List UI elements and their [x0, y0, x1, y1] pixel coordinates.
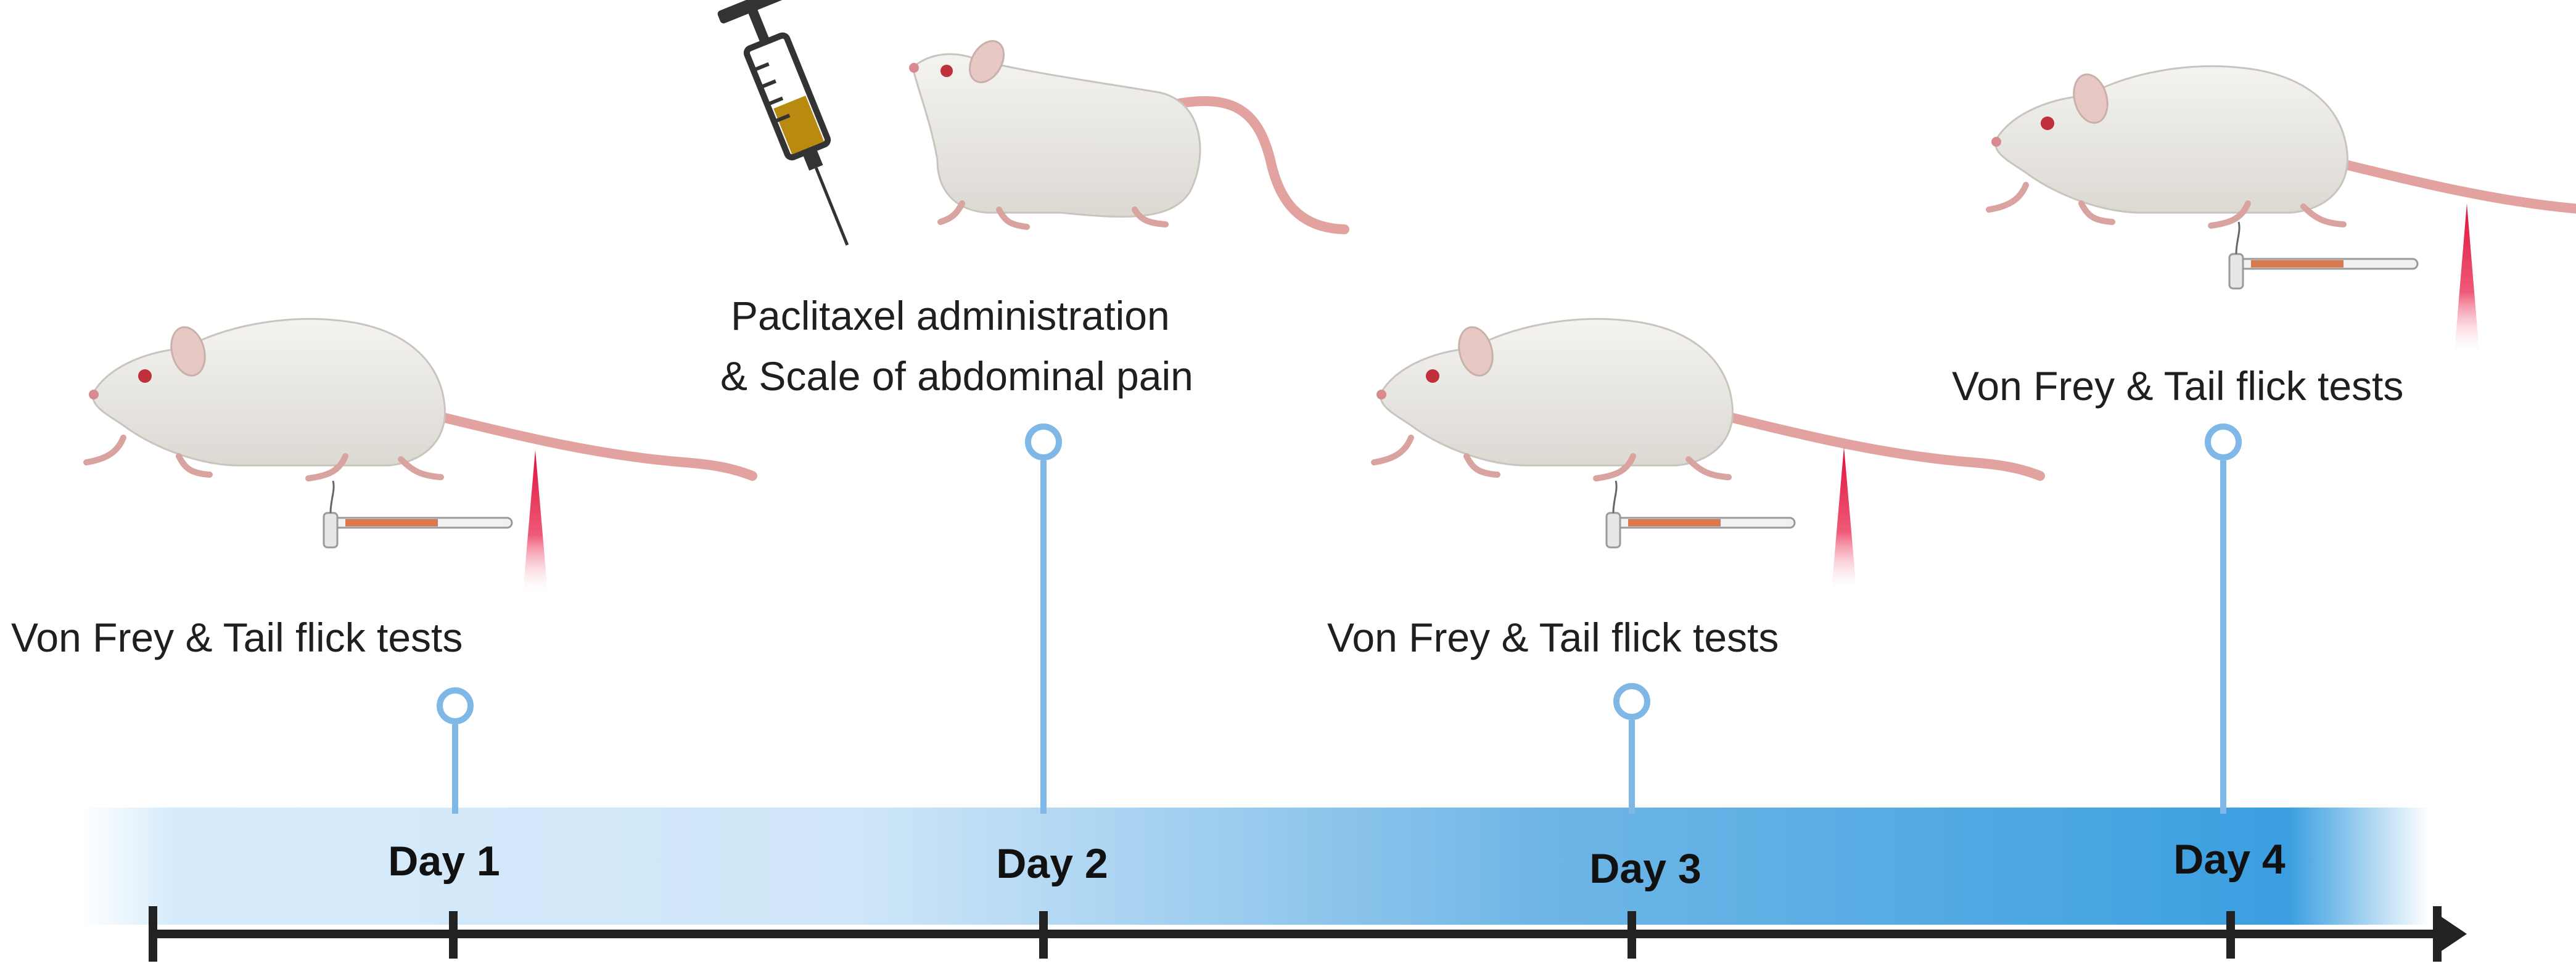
event-label-day-3: Von Frey & Tail flick tests: [1327, 615, 1779, 660]
day-label-1: Day 1: [388, 838, 500, 885]
rat-icon: [909, 40, 1349, 234]
syringe-icon: [717, 0, 849, 246]
day-label-3: Day 3: [1589, 845, 1702, 892]
event-label-day-2-line-1: Paclitaxel administration: [731, 293, 1170, 338]
laser-beam-icon: [1832, 447, 1856, 589]
marker-day-2: [1025, 424, 1062, 814]
day-label-4: Day 4: [2173, 836, 2286, 883]
laser-beam-icon: [523, 450, 548, 592]
event-label-day-2-line-2: & Scale of abdominal pain: [720, 353, 1193, 399]
event-label-day-1: Von Frey & Tail flick tests: [11, 615, 463, 660]
rat-icon: [1374, 319, 2040, 478]
rat-icon: [86, 319, 752, 478]
event-label-day-4: Von Frey & Tail flick tests: [1952, 363, 2404, 409]
von-frey-filament-icon: [1605, 480, 1796, 549]
day-label-2: Day 2: [996, 840, 1108, 887]
timeline-axis: [149, 906, 2467, 962]
timeline-band: [80, 808, 2430, 925]
laser-beam-icon: [2455, 203, 2479, 351]
marker-day-4: [2205, 424, 2242, 814]
rat-icon: [1989, 66, 2576, 226]
von-frey-filament-icon: [323, 480, 513, 549]
marker-day-1: [437, 687, 474, 814]
marker-day-3: [1613, 683, 1650, 814]
von-frey-filament-icon: [2228, 221, 2419, 290]
